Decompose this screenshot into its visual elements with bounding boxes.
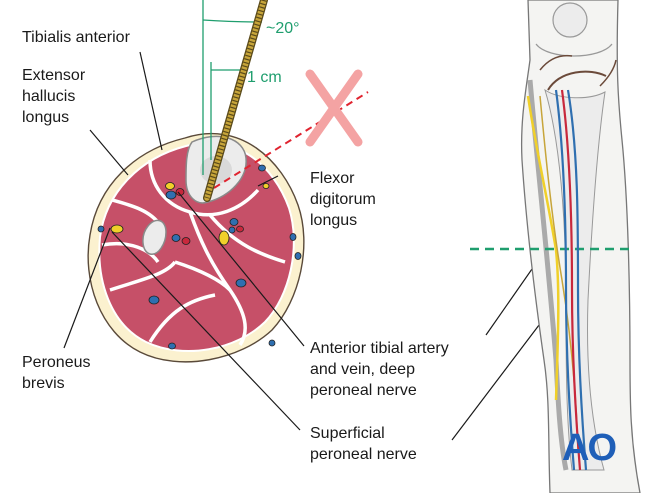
vessels-nerves xyxy=(97,164,302,350)
small-saphenous-vein xyxy=(148,295,160,305)
peroneal-vessel-3 xyxy=(228,226,236,234)
forbidden-trajectory xyxy=(213,69,369,189)
deep-fascia xyxy=(98,141,295,353)
peroneal-vessel-1 xyxy=(229,218,239,226)
fibula-bone xyxy=(142,219,167,255)
angle-label: ~20° xyxy=(266,20,300,37)
tibial-nerve xyxy=(218,230,230,246)
patella xyxy=(552,2,588,38)
subcutaneous-vein-5 xyxy=(268,339,276,347)
subcutaneous-vein-3 xyxy=(294,252,302,260)
subcutaneous-vein-1 xyxy=(235,278,247,288)
anterior-tibial-vein xyxy=(165,190,177,200)
saphenous-vein xyxy=(258,164,266,172)
subcutaneous-vein-4 xyxy=(168,342,176,350)
leg-anterior-view xyxy=(470,0,641,494)
label-peroneus-brevis: Peroneus brevis xyxy=(22,354,95,392)
label-flexor-digitorum-longus: Flexor digitorum longus xyxy=(310,170,380,229)
subcutaneous-vein-6 xyxy=(97,225,105,233)
label-superficial-peroneal-nerve: Superficial peroneal nerve xyxy=(310,425,417,463)
muscle-septa xyxy=(101,159,286,346)
deep-peroneal-nerve xyxy=(165,182,175,190)
angle-annotations: ~20° 1 cm xyxy=(247,20,300,86)
peroneal-vessel-2 xyxy=(236,225,244,233)
sural-nerve xyxy=(262,183,270,189)
ao-logo: AO xyxy=(562,427,617,469)
distance-label: 1 cm xyxy=(247,69,282,86)
label-extensor-hallucis-longus: Extensor hallucis longus xyxy=(22,67,90,126)
label-anterior-tibial-bundle: Anterior tibial artery and vein, deep pe… xyxy=(310,340,453,399)
knee-joint xyxy=(535,43,613,57)
labels: Tibialis anterior Extensor hallucis long… xyxy=(22,29,453,463)
posterior-tibial-artery xyxy=(181,237,191,245)
posterior-tibial-vein xyxy=(171,234,181,242)
leg-cross-section xyxy=(87,132,305,363)
label-tibialis-anterior: Tibialis anterior xyxy=(22,29,131,46)
schanz-pin xyxy=(203,0,268,202)
subcutaneous-vein-2 xyxy=(289,233,297,241)
superficial-peroneal-nerve-section xyxy=(110,224,124,234)
anterior-tibial-artery xyxy=(175,188,185,196)
